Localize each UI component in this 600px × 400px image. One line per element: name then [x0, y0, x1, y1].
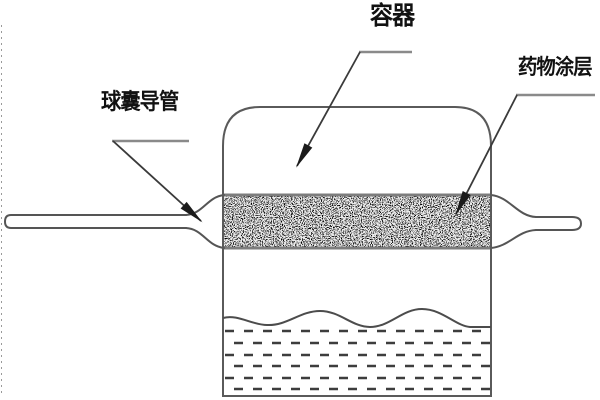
liquid-dashed-fill — [225, 329, 490, 391]
drug-coating-band — [223, 193, 491, 250]
container-label: 容器 — [370, 2, 415, 30]
drug-coating-label: 药物涂层 — [518, 56, 593, 79]
arrow-to-catheter — [112, 140, 203, 223]
liquid-surface-wave — [222, 307, 491, 329]
balloon-catheter-shaft — [3, 194, 583, 249]
leader-drug-coating — [455, 93, 595, 216]
leader-container — [296, 50, 412, 168]
balloon-catheter-label: 球囊导管 — [101, 89, 179, 114]
arrow-to-coating — [455, 94, 518, 216]
leader-balloon-catheter — [112, 139, 203, 223]
arrow-to-container — [296, 51, 361, 168]
container-vessel-outline — [222, 106, 492, 397]
